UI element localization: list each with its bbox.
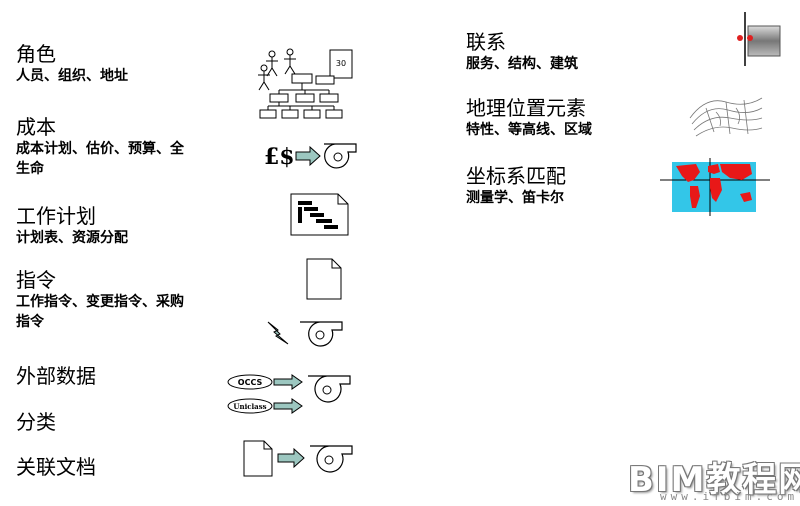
orders-title: 指令 bbox=[16, 268, 56, 292]
geo-elements-subtitle: 特性、等高线、区域 bbox=[466, 122, 592, 138]
geo-elements-title: 地理位置元素 bbox=[466, 96, 586, 120]
related-docs-title: 关联文档 bbox=[16, 455, 96, 479]
work-plan-subtitle: 计划表、资源分配 bbox=[16, 230, 128, 246]
classification-sources-icon: OCCS Uniclass bbox=[227, 374, 351, 414]
item-geo-elements: 地理位置元素 特性、等高线、区域 bbox=[466, 96, 592, 140]
item-related-docs: 关联文档 bbox=[16, 455, 96, 479]
currency-symbols: £$ bbox=[264, 144, 295, 170]
item-coord-match: 坐标系匹配 测量学、笛卡尔 bbox=[466, 164, 566, 208]
cost-subtitle-line1: 成本计划、估价、预算、全 bbox=[16, 141, 184, 157]
work-plan-title: 工作计划 bbox=[16, 204, 96, 228]
occs-label: OCCS bbox=[238, 378, 263, 387]
item-orders: 指令 工作指令、变更指令、采购 指令 bbox=[16, 268, 184, 332]
classification-title: 分类 bbox=[16, 410, 56, 434]
item-connection: 联系 服务、结构、建筑 bbox=[466, 30, 578, 74]
currency-to-process-icon: £$ bbox=[264, 143, 357, 170]
roles-number: 30 bbox=[336, 59, 346, 68]
cost-subtitle-line2: 生命 bbox=[16, 161, 44, 177]
roles-title: 角色 bbox=[16, 42, 56, 66]
connection-icon bbox=[737, 12, 781, 66]
document-to-process-icon bbox=[243, 440, 353, 477]
org-chart-icon: 30 bbox=[258, 48, 353, 119]
lightning-to-process-icon bbox=[267, 321, 343, 347]
orders-subtitle-line2: 指令 bbox=[16, 314, 44, 330]
item-roles: 角色 人员、组织、地址 bbox=[16, 42, 128, 86]
document-icon bbox=[306, 258, 342, 300]
item-external-data: 外部数据 bbox=[16, 364, 96, 388]
coord-match-subtitle: 测量学、笛卡尔 bbox=[466, 190, 564, 206]
connection-subtitle: 服务、结构、建筑 bbox=[466, 56, 578, 72]
watermark-url: www.ifbim.com bbox=[660, 490, 799, 503]
terrain-icon bbox=[689, 97, 763, 137]
watermark-logo: BIM教程网 bbox=[628, 460, 800, 500]
world-map-icon bbox=[660, 158, 770, 216]
item-classification: 分类 bbox=[16, 410, 56, 434]
roles-subtitle: 人员、组织、地址 bbox=[16, 68, 128, 84]
gantt-document-icon bbox=[290, 193, 349, 236]
uniclass-label: Uniclass bbox=[233, 402, 266, 411]
item-work-plan: 工作计划 计划表、资源分配 bbox=[16, 204, 128, 248]
connection-title: 联系 bbox=[466, 30, 506, 54]
item-cost: 成本 成本计划、估价、预算、全 生命 bbox=[16, 115, 184, 179]
cost-title: 成本 bbox=[16, 115, 56, 139]
orders-subtitle-line1: 工作指令、变更指令、采购 bbox=[16, 294, 184, 310]
external-data-title: 外部数据 bbox=[16, 364, 96, 388]
coord-match-title: 坐标系匹配 bbox=[466, 164, 566, 188]
